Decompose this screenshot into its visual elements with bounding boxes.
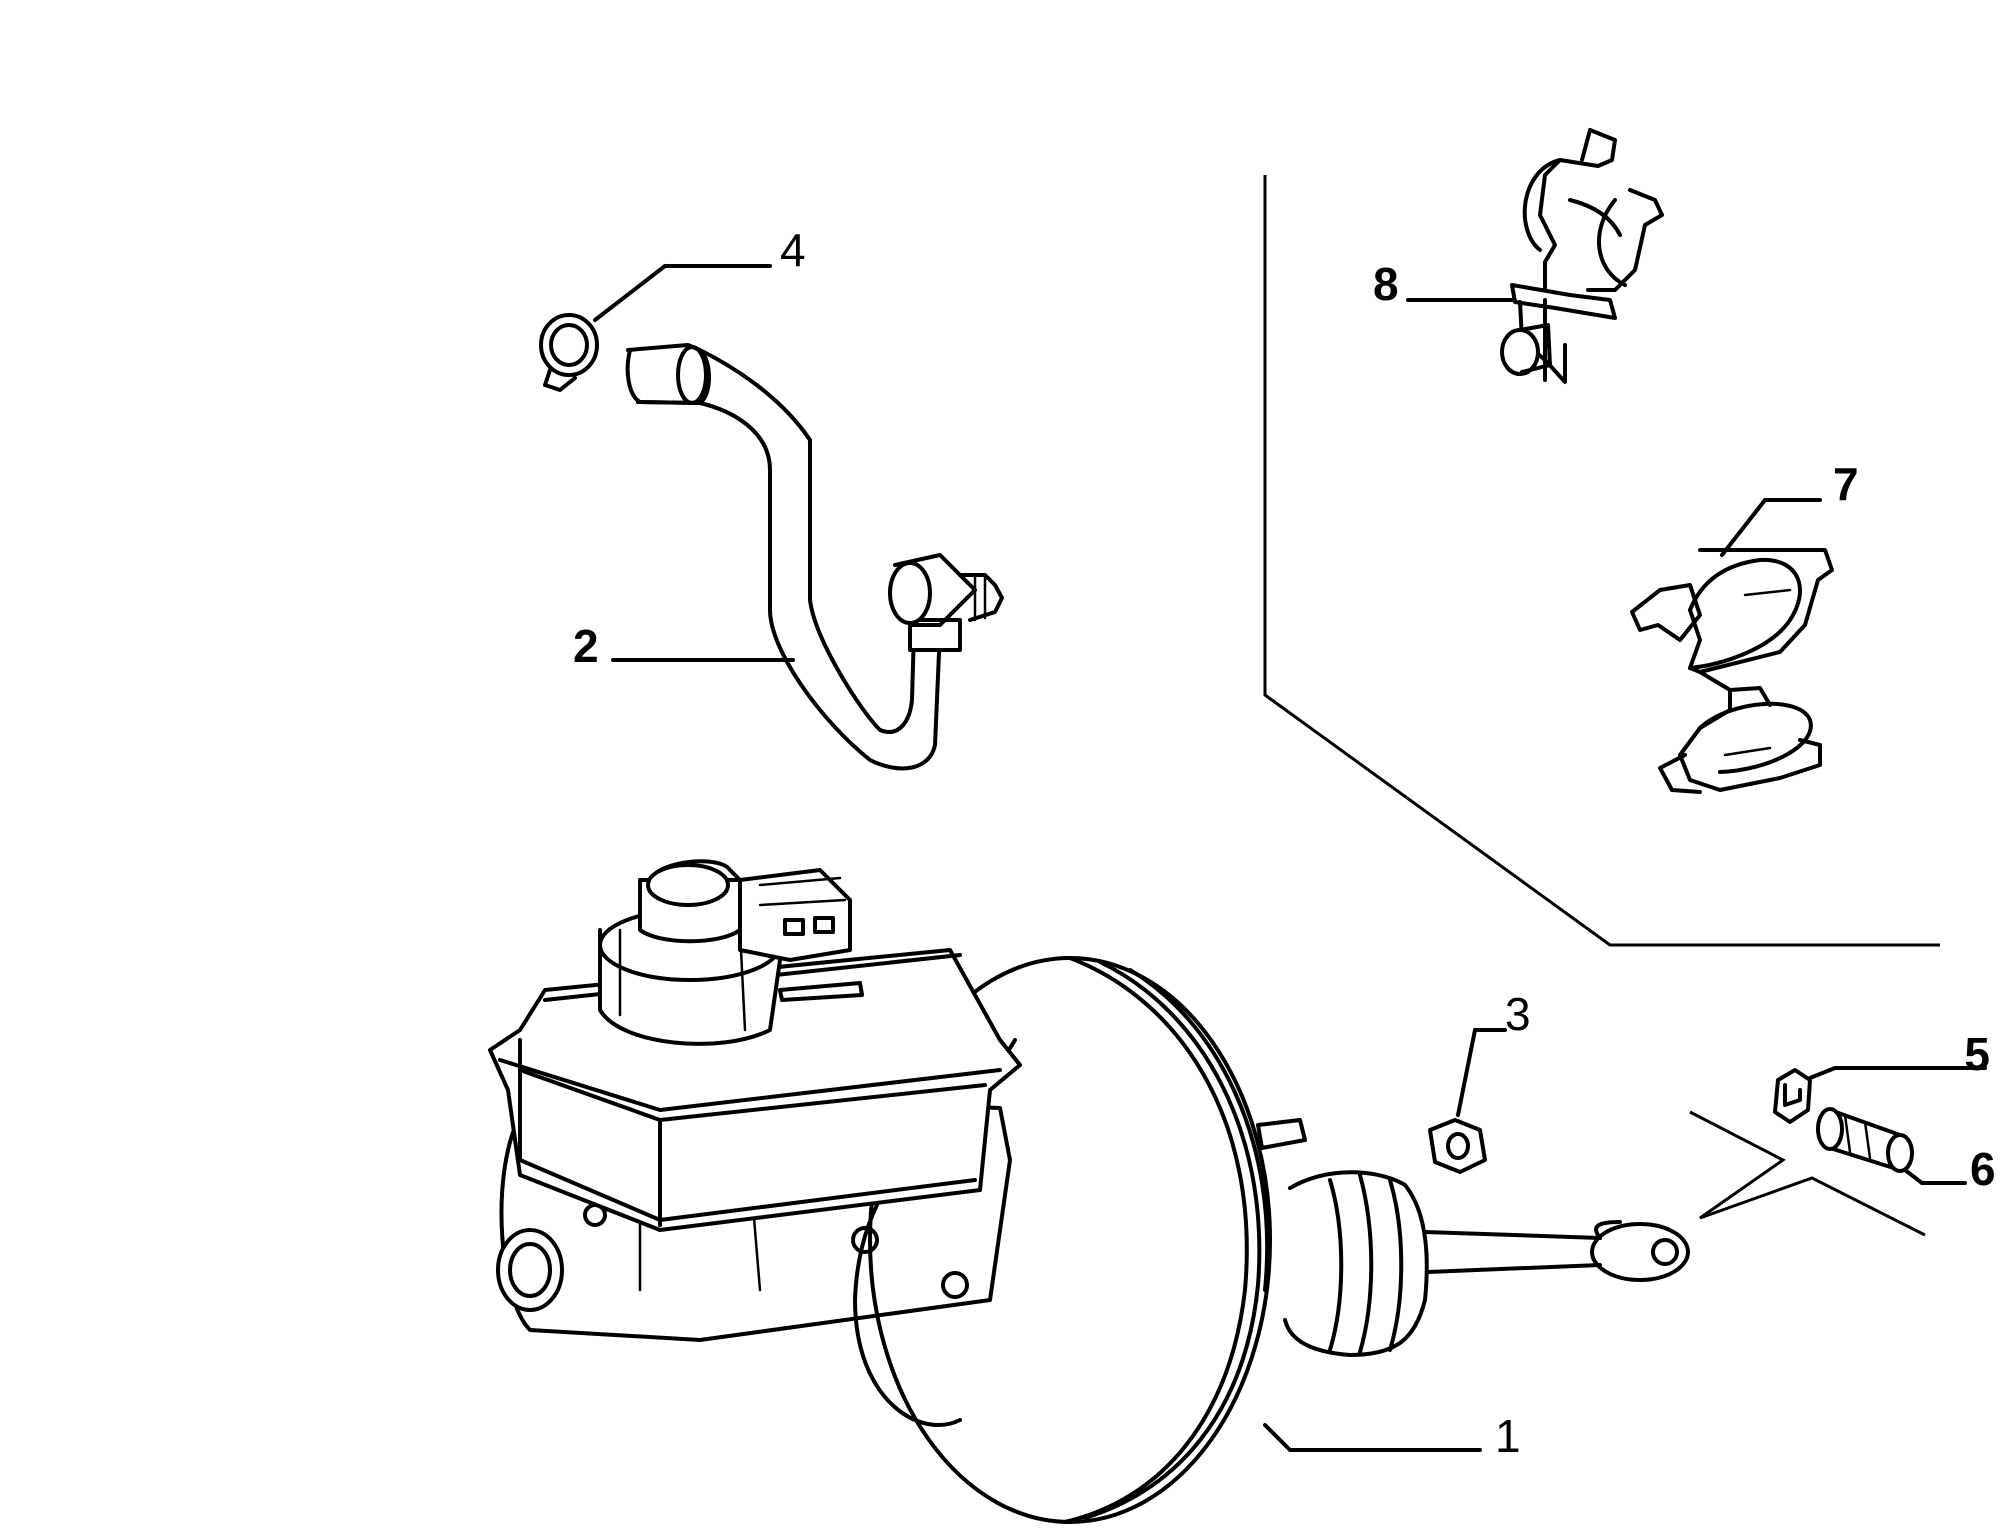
part-2-vacuum-hose [611, 343, 1004, 771]
part-6-pin [1816, 1107, 1967, 1185]
callout-2: 2 [573, 620, 599, 672]
callout-1: 1 [1495, 1410, 1521, 1462]
group-bracket-lines [1689, 1110, 1926, 1237]
part-4-hose-clamp [539, 264, 772, 392]
part-8-clip-with-pin [1406, 128, 1664, 384]
callout-7: 7 [1833, 458, 1859, 510]
callout-4: 4 [780, 224, 806, 276]
callout-6: 6 [1970, 1143, 1996, 1195]
section-divider-line [1263, 175, 1940, 947]
part-7-double-clip [1630, 498, 1834, 794]
callout-8: 8 [1373, 258, 1399, 310]
part-1-brake-booster-master-cylinder [488, 859, 1690, 1524]
callout-5: 5 [1964, 1028, 1990, 1080]
part-5-retaining-clip [1773, 1066, 1987, 1124]
part-3-nut [1428, 1028, 1507, 1174]
callout-3: 3 [1505, 988, 1531, 1040]
